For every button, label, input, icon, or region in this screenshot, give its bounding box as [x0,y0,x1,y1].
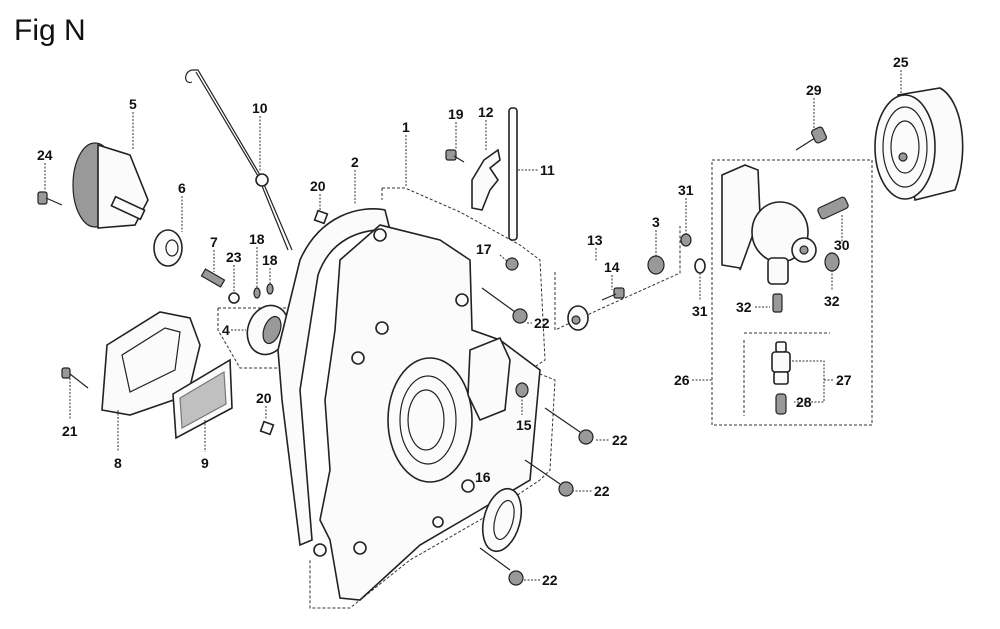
plug-20b-part [259,420,275,436]
callout-25: 25 [893,54,909,70]
callout-13: 13 [587,232,603,248]
callout-21: 21 [62,423,78,439]
callout-22a: 22 [534,315,550,331]
seal-4-part [217,304,300,369]
callout-22b: 22 [612,432,628,448]
bolt-22b-part [544,407,594,445]
washer-31a-part [680,233,692,247]
breather-housing-8-part [101,311,201,416]
oil-seal-16-part [481,487,523,553]
callout-30: 30 [834,237,850,253]
callout-9: 9 [201,455,209,471]
callout-22d: 22 [542,572,558,588]
callout-32b: 32 [824,293,840,309]
fitting-28-part [775,393,787,415]
callout-6: 6 [178,180,186,196]
callout-20b: 20 [256,390,272,406]
oil-filter-25-part [874,87,964,201]
collar-6-part [153,229,183,267]
callout-7: 7 [210,234,218,250]
callout-5: 5 [129,96,137,112]
callout-31b: 31 [692,303,708,319]
callout-26: 26 [674,372,690,388]
callout-10: 10 [252,100,268,116]
callout-18a: 18 [249,231,265,247]
callout-31a: 31 [678,182,694,198]
figure-title: Fig N [14,14,86,47]
oil-pressure-switch-27-part [771,341,791,385]
callout-4: 4 [222,322,230,338]
governor-gear-part [72,142,149,229]
stud-30-part [817,196,849,220]
callout-32a: 32 [736,299,752,315]
callout-24: 24 [37,147,53,163]
ring-23-part [228,292,240,304]
callout-29: 29 [806,82,822,98]
bolt-19-part [445,149,465,163]
callout-3: 3 [652,214,660,230]
bolt-24-part [37,191,63,206]
callout-2: 2 [351,154,359,170]
plug-32b-part [824,252,840,272]
callout-23: 23 [226,249,242,265]
callout-19: 19 [448,106,464,122]
bolt-22d-part [479,547,524,586]
plug-20a-part [313,209,329,225]
callout-20a: 20 [310,178,326,194]
bolt-17-part [505,257,519,271]
callout-12: 12 [478,104,494,120]
callout-18b: 18 [262,252,278,268]
plug-32a-part [772,293,783,313]
washer-18b-part [266,283,274,295]
bolt-22c-part [524,459,574,497]
callout-16: 16 [475,469,491,485]
callout-27: 27 [836,372,852,388]
group-13-bracket [554,226,681,331]
callout-14: 14 [604,259,620,275]
callout-15: 15 [516,417,532,433]
crankcase-cover-1-part [309,187,556,609]
group-26-bracket [711,159,873,426]
bracket-12-part [471,148,501,211]
filter-plate-9-part [172,358,233,440]
bolt-21-part [61,367,89,389]
callout-22c: 22 [594,483,610,499]
callout-8: 8 [114,455,122,471]
spring-7-part [200,268,226,288]
leader-lines [44,70,902,581]
callout-17: 17 [476,241,492,257]
group-27-bracket [743,332,830,416]
callout-labels: 1 2 3 4 5 6 7 8 9 10 11 12 13 14 15 16 1… [37,54,909,588]
sensor-13-part [567,305,589,331]
bolt-14-part [601,287,625,301]
rod-11-part [508,107,518,241]
bolt-29-part [795,126,828,151]
dipstick-part [185,69,293,251]
callout-28: 28 [796,394,812,410]
part-3 [647,255,665,275]
washer-31b-part [694,258,706,274]
callout-11: 11 [540,162,555,178]
filter-base-part [721,164,817,285]
bolt-22a-part [481,287,528,324]
washer-15-part [515,382,529,398]
callout-1: 1 [402,119,410,135]
washer-18a-part [253,287,261,299]
